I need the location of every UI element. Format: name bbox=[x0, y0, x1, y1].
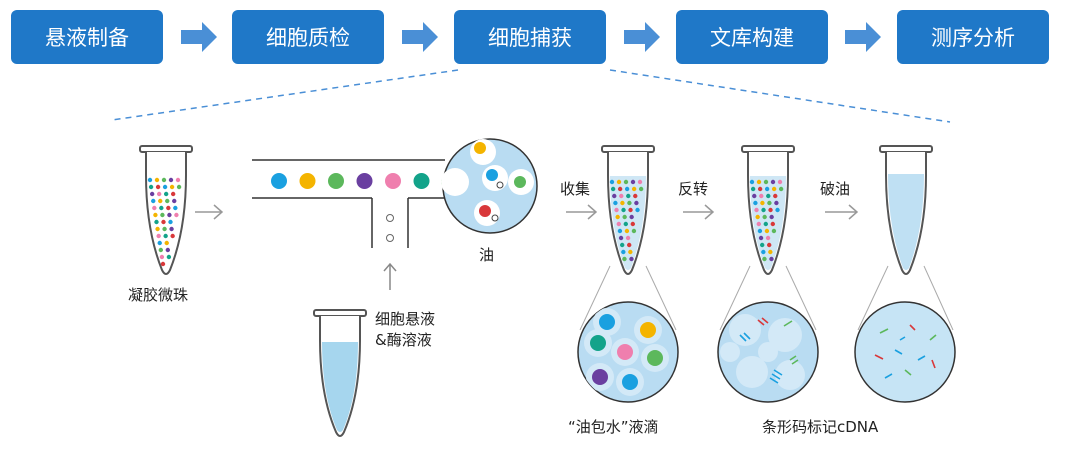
right-arrow-icon bbox=[181, 22, 217, 52]
step-library-build: 文库构建 bbox=[676, 10, 828, 64]
up-arrow-icon bbox=[383, 262, 397, 290]
step-cell-qc: 细胞质检 bbox=[232, 10, 384, 64]
step-sequencing: 测序分析 bbox=[897, 10, 1049, 64]
right-arrow-icon bbox=[845, 22, 881, 52]
small-arrow-icon bbox=[566, 204, 598, 220]
small-arrow-icon bbox=[195, 204, 224, 220]
right-arrow-icon bbox=[402, 22, 438, 52]
collected-tube bbox=[601, 145, 655, 275]
cell-dots bbox=[386, 214, 394, 242]
gel-beads-label: 凝胶微珠 bbox=[128, 286, 189, 304]
step-label: 测序分析 bbox=[931, 26, 1015, 50]
microfluidic-chip bbox=[252, 159, 445, 248]
break-oil-label: 破油 bbox=[820, 180, 851, 198]
right-arrow-icon bbox=[624, 22, 660, 52]
barcoded-cdna-label: 条形码标记cDNA bbox=[762, 418, 879, 436]
oil-droplet-zoom bbox=[441, 138, 538, 234]
small-arrow-icon bbox=[825, 204, 859, 220]
oil-in-water-lens bbox=[577, 301, 679, 403]
zoom-lines bbox=[111, 69, 951, 123]
step-label: 文库构建 bbox=[710, 26, 794, 50]
channel-beads bbox=[271, 173, 457, 190]
step-cell-capture: 细胞捕获 bbox=[454, 10, 606, 64]
step-label: 悬液制备 bbox=[45, 26, 129, 50]
small-arrow-icon bbox=[683, 204, 715, 220]
cdna-lens bbox=[854, 301, 956, 403]
step-suspension-prep: 悬液制备 bbox=[11, 10, 163, 64]
gel-bead-tube bbox=[139, 145, 193, 275]
cell-suspension-tube bbox=[313, 309, 367, 437]
oil-label: 油 bbox=[479, 246, 495, 264]
reverse-label: 反转 bbox=[678, 180, 709, 198]
step-label: 细胞质检 bbox=[266, 26, 350, 50]
step-label: 细胞捕获 bbox=[488, 26, 572, 50]
enzyme-solution-label: &酶溶液 bbox=[375, 331, 432, 349]
oil-in-water-label: “油包水”液滴 bbox=[568, 418, 659, 436]
step-arrows bbox=[181, 22, 881, 52]
collect-label: 收集 bbox=[560, 180, 591, 198]
lysed-droplet-lens bbox=[717, 301, 819, 403]
broken-oil-tube bbox=[879, 145, 933, 275]
reversed-tube bbox=[741, 145, 795, 275]
magnify-lines bbox=[579, 265, 954, 331]
cell-suspension-label: 细胞悬液 bbox=[375, 310, 436, 328]
